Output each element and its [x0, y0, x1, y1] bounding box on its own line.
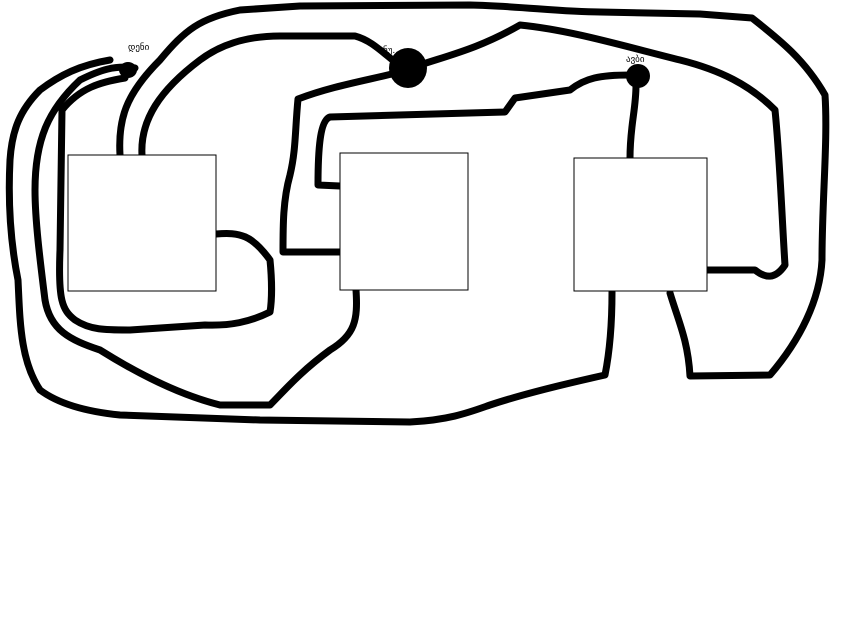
wire-middle-node-left [279, 66, 412, 256]
label-middle-node: ნუ... [383, 45, 401, 56]
component-box-middle [339, 152, 469, 291]
wire-right-node-middle [314, 71, 634, 190]
wire-right-node-down [626, 81, 640, 162]
junction-left [119, 62, 137, 78]
label-right-node: ავბი [626, 54, 645, 65]
label-left-node: დენი [128, 42, 150, 53]
wire-top-inner [138, 32, 399, 159]
wire-outer-loop [116, 1, 830, 380]
wire-right-box-bottom [5, 56, 616, 426]
junction-right [626, 64, 650, 88]
component-box-right [573, 157, 708, 292]
junction-middle [389, 48, 427, 88]
wire-middle-box-bottom [31, 63, 360, 409]
component-box-left [67, 154, 217, 292]
wire-left-box-right [56, 74, 275, 334]
wire-middle-node-right [416, 21, 789, 280]
